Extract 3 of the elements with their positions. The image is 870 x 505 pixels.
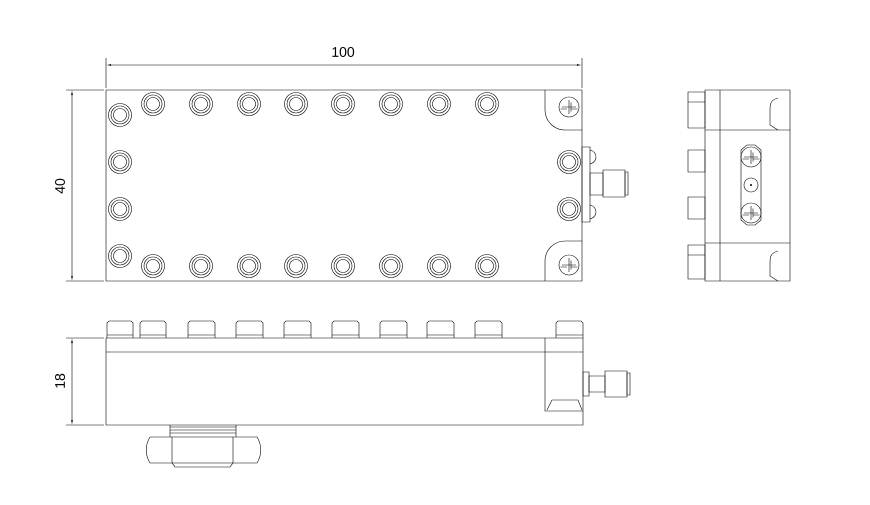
dimension-text: 100 xyxy=(332,47,354,57)
dimension-text: 40 xyxy=(55,178,65,194)
dimension-text: 18 xyxy=(55,374,65,388)
